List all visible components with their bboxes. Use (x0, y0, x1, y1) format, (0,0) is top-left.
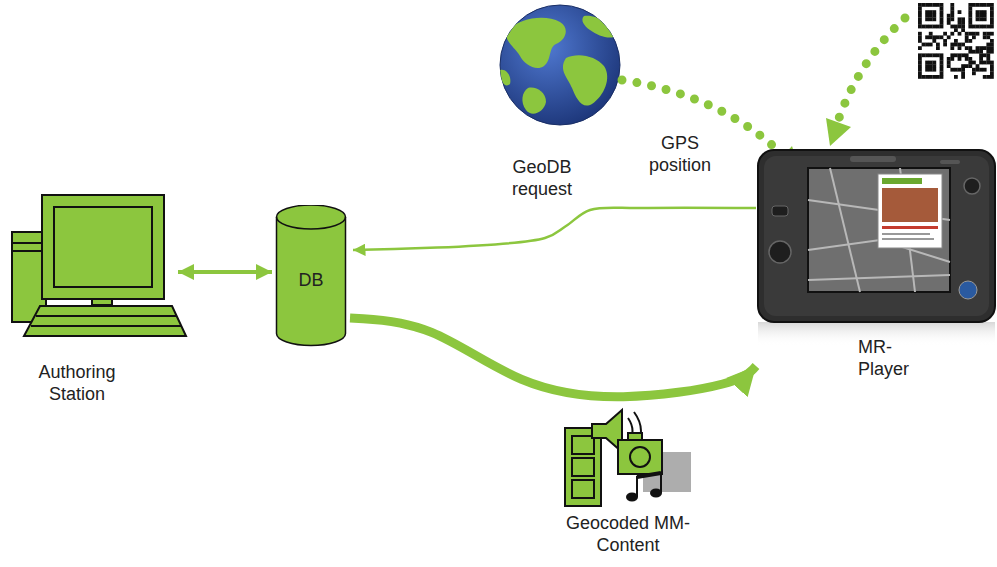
computer-icon (12, 195, 186, 336)
cylinder-rim (277, 217, 346, 229)
database-cylinder: DB (275, 205, 347, 347)
qr-code (916, 0, 996, 88)
node-label: MR- Player (858, 336, 932, 380)
cylinder-body (277, 205, 346, 346)
connector-arrow (353, 208, 756, 250)
annotation-label: GPS position (638, 132, 722, 176)
authoring-station: Authoring Station (5, 190, 175, 405)
dotted-arrow (826, 18, 905, 146)
edge-label: GeoDB request (490, 156, 594, 200)
connector-arrow (178, 270, 272, 274)
connector-arrow (350, 318, 756, 397)
mr-player: MR- Player (758, 148, 995, 380)
node-label: Authoring Station (22, 361, 132, 405)
multimedia-icon (565, 410, 691, 506)
handheld-device (758, 150, 995, 346)
node-label: DB (298, 269, 323, 291)
globe-icon (500, 5, 620, 125)
edge-label: Geocoded MM-Content (558, 512, 698, 556)
